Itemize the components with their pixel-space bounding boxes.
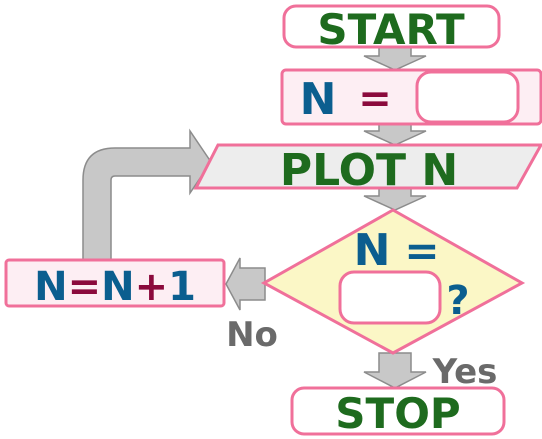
increment-part-one: 1 [168, 264, 196, 310]
stop-terminal: STOP [290, 386, 506, 438]
increment-part-eq: = [68, 264, 102, 310]
arrow-decision-to-stop [363, 352, 427, 389]
plot-label: PLOT N [280, 145, 458, 196]
increment-process: N=N+1 [4, 258, 226, 310]
arrow-loop-back [82, 128, 212, 261]
decision-op-label: = [404, 226, 439, 275]
plot-label-text: PLOT N [280, 145, 458, 196]
start-terminal: START [282, 4, 501, 54]
assign-var-label: N [300, 74, 337, 125]
assign-process: N = [280, 68, 542, 126]
arrow-decision-to-increment [225, 257, 266, 311]
stop-label: STOP [335, 389, 460, 438]
assign-op-label: = [358, 76, 392, 122]
increment-part-var2: N [101, 264, 134, 310]
start-label: START [317, 5, 465, 54]
increment-part-plus: + [135, 264, 169, 310]
increment-label: N=N+1 [34, 264, 196, 310]
increment-part-var: N [34, 264, 67, 310]
branch-yes-label: Yes [432, 352, 498, 392]
branch-no-label: No [226, 315, 278, 355]
decision-var-label: N [354, 225, 391, 276]
decision-diamond: N = ? [260, 208, 526, 355]
plot-io: PLOT N [193, 143, 542, 196]
arrow-assign-to-plot [363, 123, 427, 146]
assign-value-box [415, 70, 520, 124]
decision-question-mark: ? [446, 278, 469, 324]
decision-value-box [338, 270, 442, 325]
